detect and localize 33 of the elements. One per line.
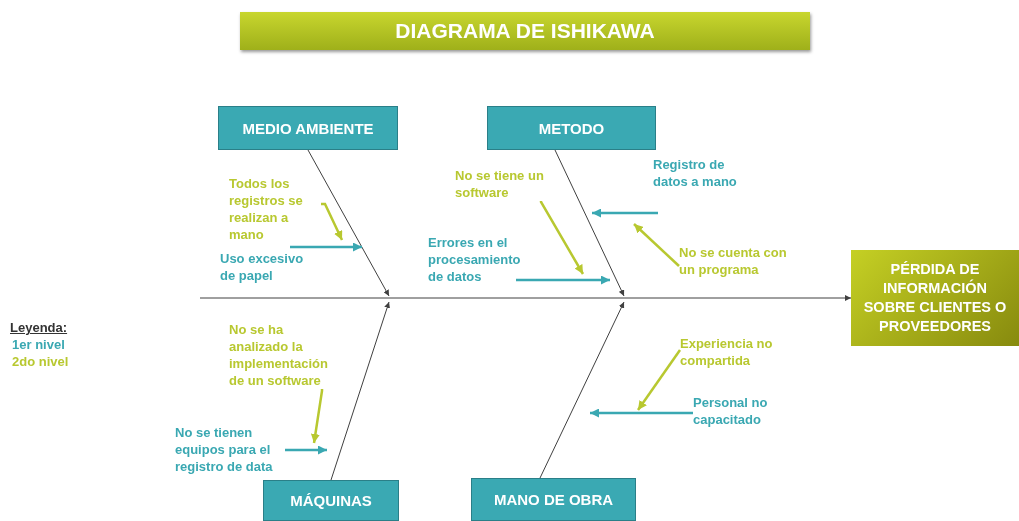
bone-arrow (554, 149, 625, 297)
cause-text: Uso excesivo de papel (220, 247, 308, 284)
title-banner: DIAGRAMA DE ISHIKAWA (240, 12, 810, 50)
legend-entry: 1er nivel (12, 337, 65, 352)
cause-arrow (321, 202, 344, 241)
cause-arrow (516, 275, 610, 285)
cause-arrow (310, 388, 324, 444)
cause-arrow (590, 408, 693, 418)
cause-text: No se tiene un software (455, 167, 567, 201)
cause-text: Todos los registros se realizan a mano (229, 175, 321, 243)
cause-arrow (592, 208, 658, 218)
cause-text: Registro de datos a mano (653, 156, 745, 213)
legend-entry: 2do nivel (12, 354, 69, 369)
cause-arrow (636, 349, 682, 411)
spine-arrow (199, 295, 852, 301)
cause-text: No se ha analizado la implementación de un software (229, 321, 339, 389)
bone-arrow (539, 301, 625, 479)
category-box: MÁQUINAS (263, 480, 399, 521)
legend-heading: Leyenda: (10, 320, 68, 335)
cause-text: Experiencia no compartida (680, 335, 792, 369)
bone-arrow (307, 149, 390, 297)
cause-arrow (539, 200, 585, 275)
cause-arrow (633, 223, 680, 267)
category-box: MEDIO AMBIENTE (218, 106, 398, 150)
category-box: MANO DE OBRA (471, 478, 636, 521)
cause-arrow (285, 445, 327, 455)
effect-box: PÉRDIDA DE INFORMACIÓN SOBRE CLIENTES O PROVEEDORES (851, 250, 1019, 346)
cause-text: No se cuenta con un programa (679, 244, 804, 278)
cause-arrow (290, 242, 362, 252)
bone-arrow (330, 301, 390, 481)
category-box: METODO (487, 106, 656, 150)
cause-text: Personal no capacitado (693, 394, 783, 428)
cause-text: No se tienen equipos para el registro de data (175, 424, 285, 475)
